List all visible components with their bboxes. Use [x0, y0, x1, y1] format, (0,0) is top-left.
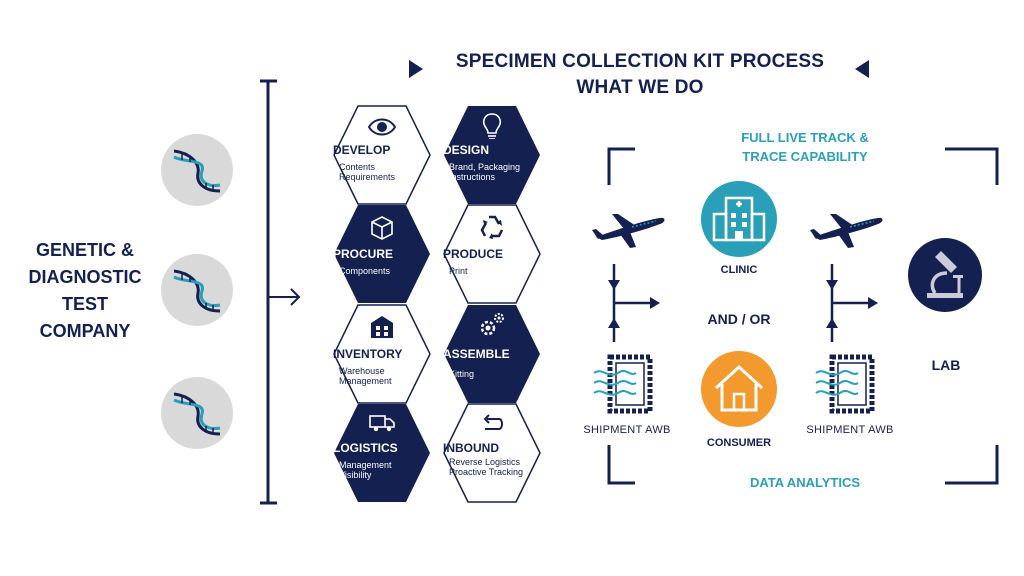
hex-assemble: ASSEMBLE Kitting — [443, 304, 541, 404]
hex-procure: PROCURE Components — [333, 204, 431, 304]
company-line-1: GENETIC & — [35, 240, 134, 260]
lightbulb-icon — [482, 113, 502, 139]
clinic-label: CLINIC — [720, 264, 758, 276]
title-line-2: WHAT WE DO — [576, 77, 704, 98]
tracking-caption: FULL LIVE TRACK & TRACE CAPABILITY — [710, 128, 900, 166]
company-label: GENETIC & DIAGNOSTIC TEST COMPANY — [10, 237, 160, 345]
recycle-icon — [480, 215, 504, 239]
hex-subtitle: Kitting — [449, 369, 475, 379]
consumer-label: CONSUMER — [706, 437, 772, 449]
hex-title: LOGISTICS — [333, 441, 398, 455]
hex-title: PRODUCE — [443, 247, 504, 261]
data-analytics-label: DATA ANALYTICS — [749, 475, 861, 490]
flow-arrows-right — [826, 264, 878, 342]
and-or-label: AND / OR — [707, 311, 771, 327]
bracket-connector — [260, 79, 301, 505]
return-arrow-icon — [483, 414, 503, 430]
tracking-line-2: TRACE CAPABILITY — [742, 149, 868, 164]
flow-arrows-left — [608, 264, 660, 342]
hex-subtitle: Components — [339, 266, 391, 276]
company-line-3: TEST — [61, 294, 108, 314]
truck-icon — [369, 415, 395, 432]
consumer-home-icon — [701, 351, 777, 427]
tracking-frame — [607, 147, 999, 485]
gears-icon — [480, 313, 504, 336]
shipment-awb-right: SHIPMENT AWB — [806, 424, 894, 436]
title-arrow-right-icon — [409, 60, 423, 78]
warehouse-icon — [371, 316, 393, 338]
dna-icon — [161, 134, 233, 206]
stamp-icon-right — [815, 354, 875, 414]
shipment-awb-left: SHIPMENT AWB — [583, 424, 671, 436]
company-line-4: COMPANY — [39, 321, 131, 341]
clinic-icon — [701, 181, 777, 257]
title-line-1: SPECIMEN COLLECTION KIT PROCESS — [455, 51, 825, 72]
hex-title: INVENTORY — [333, 347, 403, 361]
hex-title: DEVELOP — [333, 143, 391, 157]
eye-icon — [367, 118, 397, 136]
dna-icon — [161, 377, 233, 449]
dna-icon — [161, 254, 233, 326]
box-icon — [371, 216, 393, 240]
hex-produce: PRODUCE Print — [443, 204, 541, 304]
hex-title: PROCURE — [333, 247, 394, 261]
hex-title: ASSEMBLE — [443, 347, 510, 361]
hex-subtitle: Print — [449, 266, 468, 276]
tracking-line-1: FULL LIVE TRACK & — [741, 130, 869, 145]
stamp-icon-left — [593, 354, 653, 414]
airplane-icon-left — [592, 214, 665, 248]
company-line-2: DIAGNOSTIC — [28, 267, 142, 287]
microscope-icon — [908, 238, 982, 312]
title-arrow-left-icon — [855, 60, 869, 78]
hex-title: DESIGN — [443, 143, 490, 157]
airplane-icon-right — [810, 214, 883, 248]
hex-title: INBOUND — [443, 441, 499, 455]
lab-label: LAB — [931, 357, 961, 373]
